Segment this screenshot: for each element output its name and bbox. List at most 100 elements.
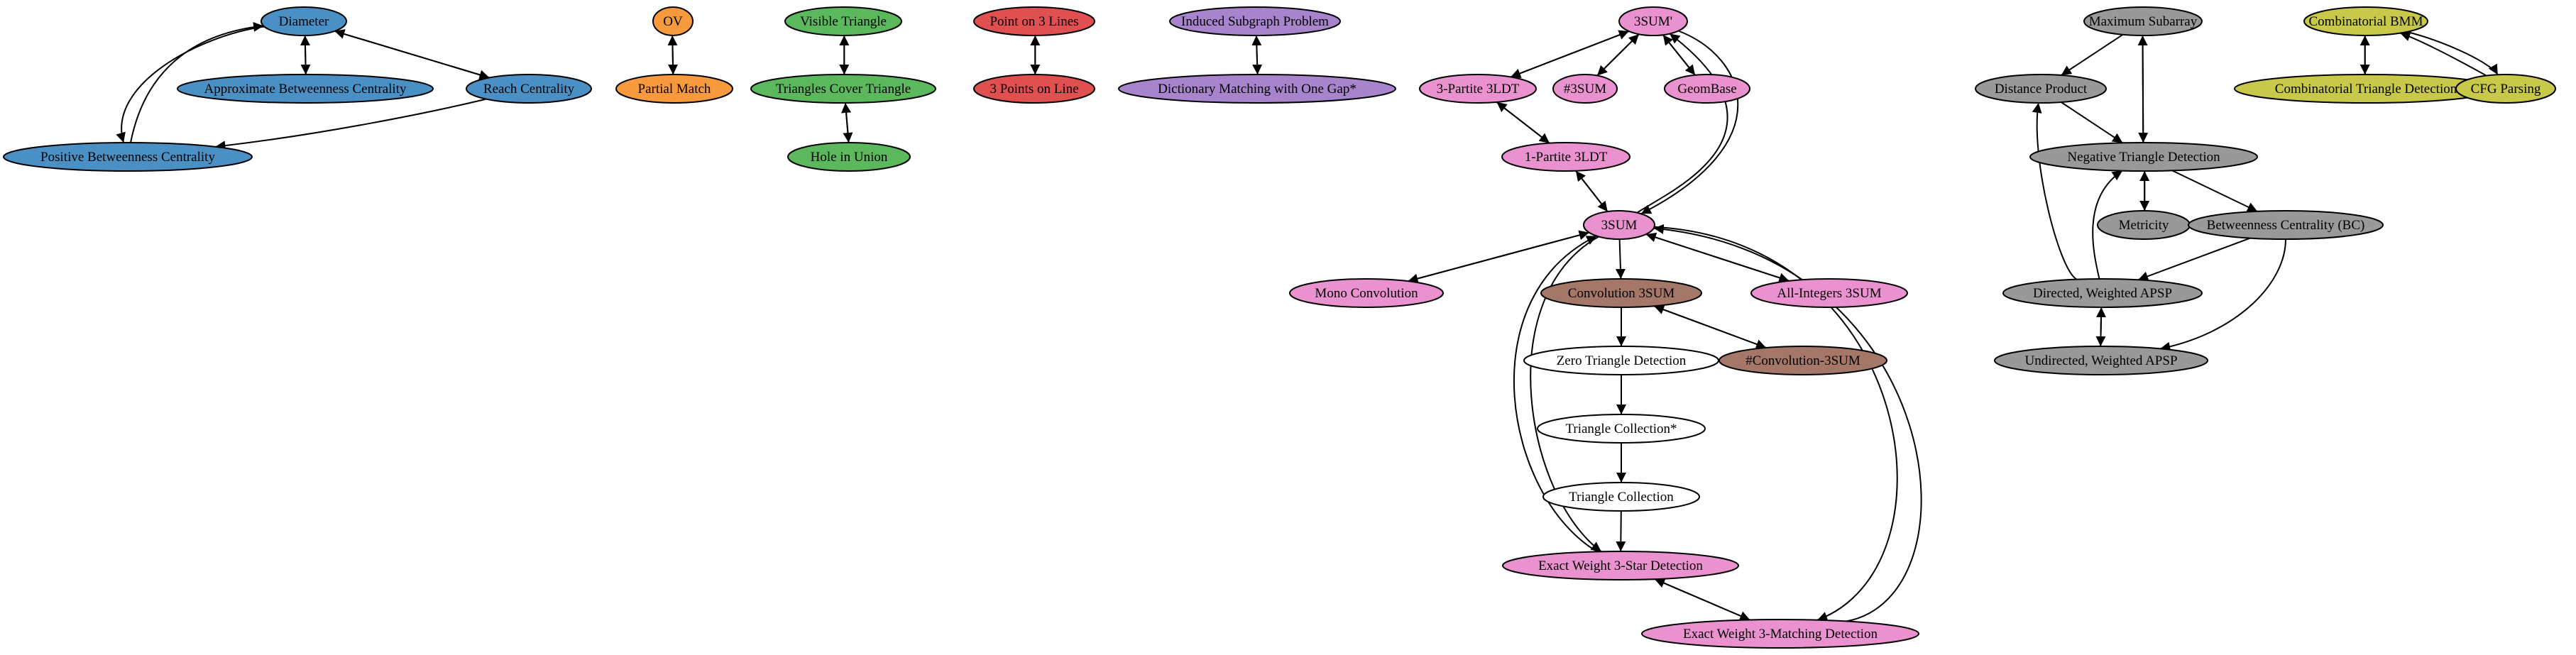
node-ew3s: Exact Weight 3-Star Detection: [1502, 551, 1739, 580]
edge-3sum-to-3sump: [1636, 33, 1728, 214]
node-label-uwapsp: Undirected, Weighted APSP: [2024, 353, 2177, 368]
node-label-diameter: Diameter: [279, 14, 329, 29]
edge-layer: [116, 22, 2499, 622]
node-label-3sump: 3SUM': [1634, 14, 1672, 29]
node-geombase: GeomBase: [1664, 74, 1750, 104]
node-shape-h3sum: [1552, 74, 1618, 104]
node-conv3sum: Convolution 3SUM: [1540, 278, 1702, 308]
node-3p3ldt: 3-Partite 3LDT: [1419, 74, 1537, 104]
edge-cbmm-to-cfg: [2406, 31, 2499, 75]
edge-1p3ldt-to-3p3ldt: [1496, 101, 1550, 144]
node-shape-monoconv: [1289, 278, 1444, 308]
node-ctd: Combinatorial Triangle Detection: [2234, 74, 2498, 104]
node-shape-allint: [1750, 278, 1908, 308]
edge-3p3ldt-to-3sump: [1510, 30, 1630, 78]
node-reach: Reach Centrality: [466, 74, 592, 104]
edge-ew3m-to-ew3s: [1654, 578, 1750, 621]
node-label-distprod: Distance Product: [1995, 82, 2088, 97]
node-isp: Induced Subgraph Problem: [1169, 6, 1341, 36]
node-tcs: Triangle Collection*: [1537, 414, 1706, 444]
node-ztd: Zero Triangle Detection: [1523, 346, 1719, 375]
node-label-hiu: Hole in Union: [811, 150, 888, 165]
node-label-cbmm: Combinatorial BMM: [2309, 14, 2423, 29]
edge-3sum-to-ew3s: [1530, 236, 1602, 553]
node-monoconv: Mono Convolution: [1289, 278, 1444, 308]
node-label-bc: Betweenness Centrality (BC): [2207, 218, 2365, 233]
node-shape-reach: [466, 74, 592, 104]
edge-maxsub-to-distprod: [2061, 33, 2124, 76]
node-h3sum: #3SUM: [1552, 74, 1618, 104]
node-label-tcs: Triangle Collection*: [1565, 422, 1677, 436]
node-shape-cbmm: [2303, 6, 2428, 36]
edge-monoconv-to-3sum: [1408, 230, 1589, 282]
edge-3sum-to-1p3ldt: [1575, 170, 1608, 212]
node-label-pm: Partial Match: [638, 82, 711, 97]
node-shape-3sum: [1583, 210, 1655, 240]
node-shape-tcs: [1537, 414, 1706, 444]
node-hconv: #Convolution-3SUM: [1719, 346, 1887, 375]
node-label-po3l: Point on 3 Lines: [990, 14, 1078, 29]
node-3sum: 3SUM: [1583, 210, 1655, 240]
node-label-ntd: Negative Triangle Detection: [2067, 150, 2220, 165]
edge-bc-to-uwapsp: [2160, 238, 2286, 352]
node-label-conv3sum: Convolution 3SUM: [1568, 286, 1675, 301]
node-shape-diameter: [261, 6, 347, 36]
node-label-metricity: Metricity: [2119, 218, 2169, 233]
node-pm: Partial Match: [615, 74, 733, 104]
node-3sump: 3SUM': [1618, 6, 1688, 36]
node-shape-dm1g: [1118, 74, 1396, 104]
node-label-tc: Triangle Collection: [1569, 490, 1674, 505]
node-shape-3p3ldt: [1419, 74, 1537, 104]
node-label-isp: Induced Subgraph Problem: [1181, 14, 1329, 29]
node-label-geombase: GeomBase: [1677, 82, 1736, 97]
node-label-1p3ldt: 1-Partite 3LDT: [1525, 150, 1608, 165]
node-vt: Visible Triangle: [784, 6, 902, 36]
node-label-cfg: CFG Parsing: [2471, 82, 2541, 97]
edge-hconv-to-conv3sum: [1653, 304, 1767, 348]
node-diameter: Diameter: [261, 6, 347, 36]
edge-3sump-to-3sum: [1640, 30, 1739, 215]
node-dm1g: Dictionary Matching with One Gap*: [1118, 74, 1396, 104]
node-label-ztd: Zero Triangle Detection: [1557, 353, 1687, 368]
edge-ew3s-to-3sum: [1513, 235, 1598, 553]
node-label-monoconv: Mono Convolution: [1315, 286, 1418, 301]
node-abc: Approximate Betweenness Centrality: [177, 74, 434, 104]
edge-abc-to-diameter: [300, 35, 310, 75]
node-shape-conv3sum: [1540, 278, 1702, 308]
node-label-pbc: Positive Betweenness Centrality: [40, 150, 215, 165]
node-shape-hconv: [1719, 346, 1887, 375]
node-shape-3pol: [973, 74, 1095, 104]
edge-bc-to-dwapsp: [2137, 237, 2251, 281]
node-label-h3sum: #3SUM: [1564, 82, 1606, 97]
node-shape-maxsub: [2083, 6, 2203, 36]
node-shape-po3l: [973, 6, 1095, 36]
node-tct: Triangles Cover Triangle: [750, 74, 936, 104]
node-label-dwapsp: Directed, Weighted APSP: [2033, 286, 2172, 301]
node-ew3m: Exact Weight 3-Matching Detection: [1641, 619, 1919, 649]
node-cbmm: Combinatorial BMM: [2303, 6, 2428, 36]
node-shape-pbc: [3, 142, 253, 172]
edge-allint-to-3sum: [1645, 232, 1790, 282]
edge-dwapsp-to-distprod: [2032, 102, 2078, 280]
node-label-maxsub: Maximum Subarray: [2089, 14, 2198, 29]
node-shape-1p3ldt: [1501, 142, 1630, 172]
node-hiu: Hole in Union: [787, 142, 911, 172]
node-shape-isp: [1169, 6, 1341, 36]
node-label-tct: Triangles Cover Triangle: [776, 82, 911, 97]
node-shape-3sump: [1618, 6, 1688, 36]
edge-reach-to-diameter: [334, 29, 490, 79]
node-dwapsp: Directed, Weighted APSP: [2002, 278, 2203, 308]
edge-uwapsp-to-dwapsp: [2096, 307, 2107, 347]
node-pbc: Positive Betweenness Centrality: [3, 142, 253, 172]
node-maxsub: Maximum Subarray: [2083, 6, 2203, 36]
node-shape-cfg: [2455, 74, 2556, 104]
edge-pbc-to-diameter: [130, 22, 264, 143]
node-ov: OV: [652, 6, 694, 36]
edge-ntd-to-bc: [2171, 170, 2258, 212]
edge-ntd-to-maxsub: [2137, 35, 2148, 143]
edge-diameter-to-pbc: [116, 26, 265, 143]
node-bc: Betweenness Centrality (BC): [2188, 210, 2384, 240]
node-shape-vt: [784, 6, 902, 36]
node-label-ctd: Combinatorial Triangle Detection: [2275, 82, 2457, 97]
node-label-dm1g: Dictionary Matching with One Gap*: [1158, 82, 1356, 97]
